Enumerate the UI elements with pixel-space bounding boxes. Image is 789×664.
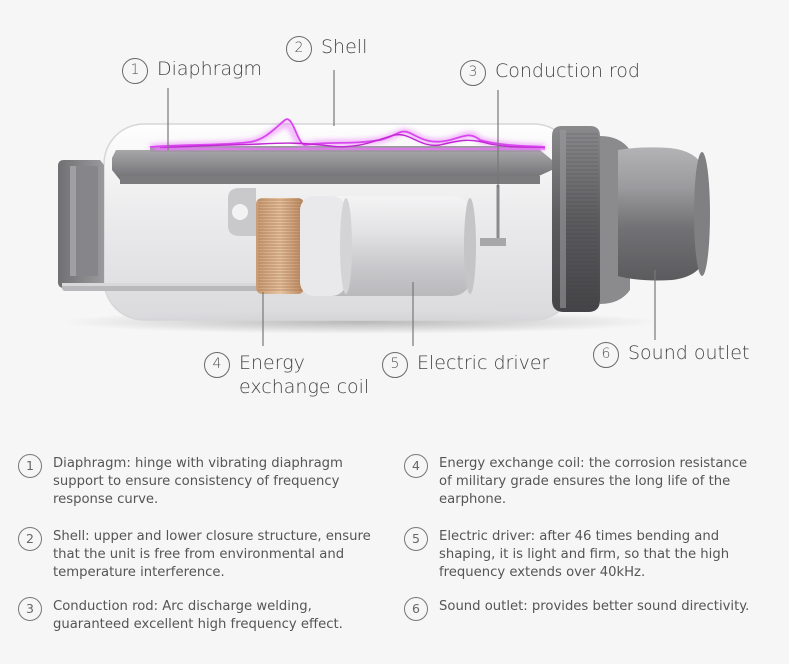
callout-label: Diaphragm xyxy=(157,58,262,82)
legend-text: Sound outlet: provides better sound dire… xyxy=(439,598,789,616)
legend-text: Electric driver: after 46 times bending … xyxy=(439,528,759,582)
legend-number: 3 xyxy=(18,597,42,621)
top-plate xyxy=(112,150,552,180)
callout-number: 2 xyxy=(286,36,312,62)
callout-conduction-rod: 3 Conduction rod xyxy=(460,60,640,86)
legend-item-electric-driver: 5 Electric driver: after 46 times bendin… xyxy=(404,528,759,582)
callout-number: 5 xyxy=(382,352,408,378)
legend-text: Conduction rod: Arc discharge welding, g… xyxy=(53,598,373,634)
legend-text: Shell: upper and lower closure structure… xyxy=(53,528,373,582)
callout-energy-coil: 4 Energy exchange coil xyxy=(204,352,389,400)
callout-number: 3 xyxy=(460,60,486,86)
legend-item-conduction-rod: 3 Conduction rod: Arc discharge welding,… xyxy=(18,598,373,634)
callout-label: Conduction rod xyxy=(495,60,640,84)
legend-item-energy-coil: 4 Energy exchange coil: the corrosion re… xyxy=(404,455,759,509)
callout-label: Sound outlet xyxy=(628,342,749,366)
legend-number: 6 xyxy=(404,597,428,621)
legend-number: 1 xyxy=(18,454,42,478)
legend-text: Energy exchange coil: the corrosion resi… xyxy=(439,455,759,509)
legend-item-shell: 2 Shell: upper and lower closure structu… xyxy=(18,528,373,582)
callout-number: 1 xyxy=(122,58,148,84)
callout-shell: 2 Shell xyxy=(286,36,367,62)
callout-number: 4 xyxy=(204,352,230,378)
callout-electric-driver: 5 Electric driver xyxy=(382,352,549,378)
legend-text: Diaphragm: hinge with vibrating diaphrag… xyxy=(53,455,373,509)
callout-label: Electric driver xyxy=(417,352,549,376)
callout-number: 6 xyxy=(593,342,619,368)
legend-number: 4 xyxy=(404,454,428,478)
copper-coil xyxy=(256,198,304,294)
callout-label: Shell xyxy=(321,36,367,60)
callout-sound-outlet: 6 Sound outlet xyxy=(593,342,749,368)
legend-number: 2 xyxy=(18,527,42,551)
callout-label: Energy exchange coil xyxy=(239,352,389,400)
callout-diaphragm: 1 Diaphragm xyxy=(122,58,262,84)
legend-item-sound-outlet: 6 Sound outlet: provides better sound di… xyxy=(404,598,789,621)
legend-number: 5 xyxy=(404,527,428,551)
legend-item-diaphragm: 1 Diaphragm: hinge with vibrating diaphr… xyxy=(18,455,373,509)
sound-outlet-nozzle xyxy=(618,147,706,280)
